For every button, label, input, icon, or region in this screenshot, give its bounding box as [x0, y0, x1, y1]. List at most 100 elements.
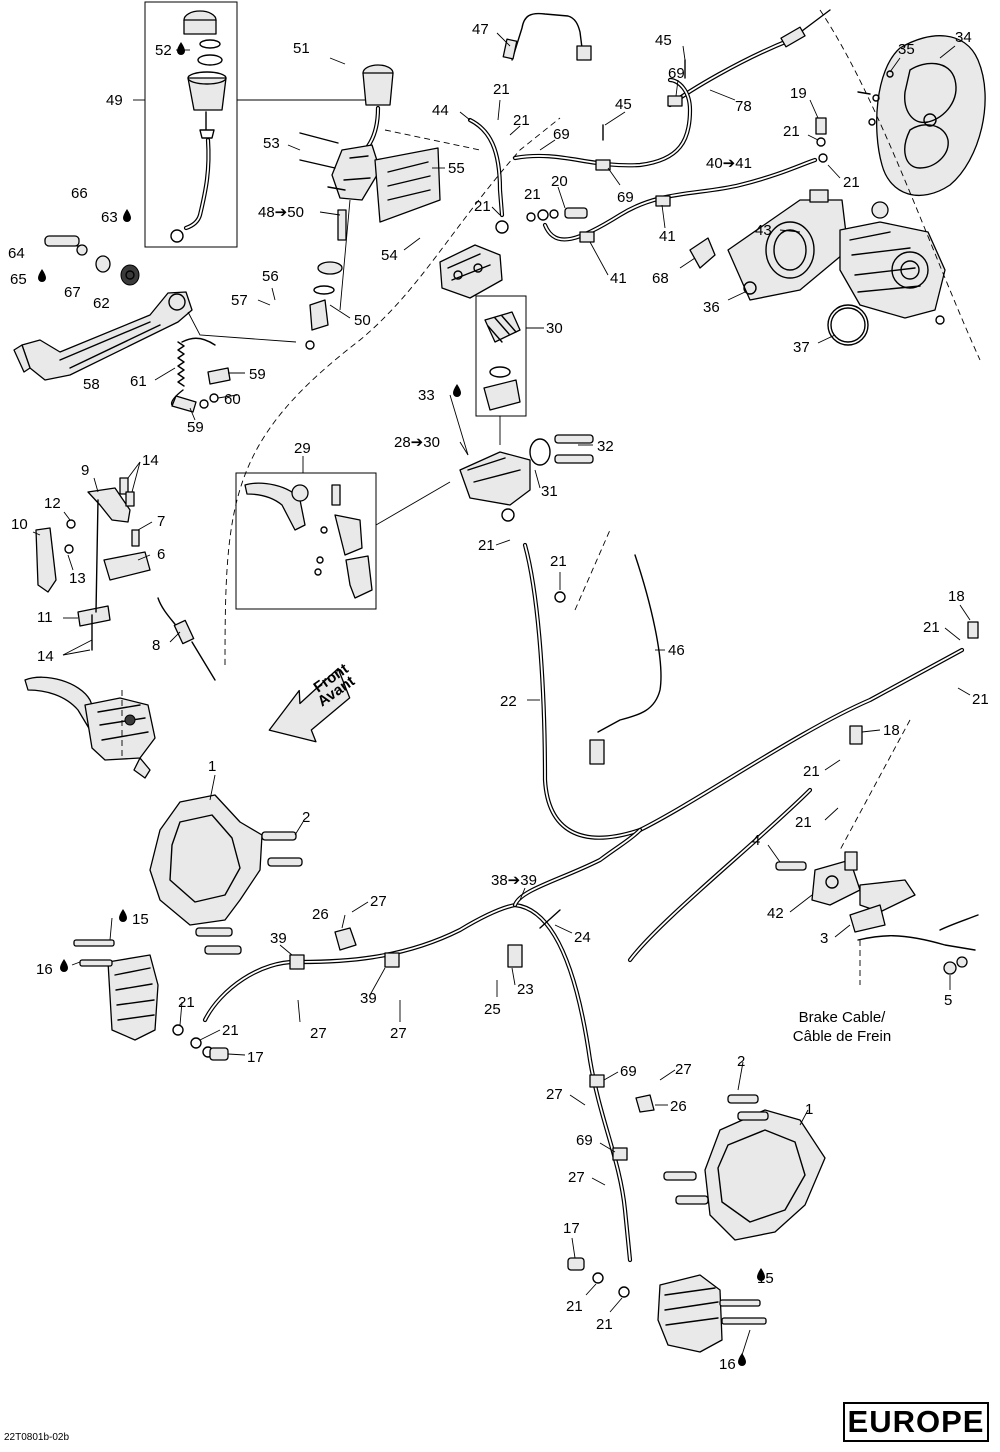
callout-33: 33 [418, 387, 435, 404]
callout-26: 26 [312, 906, 329, 923]
callout-15: 15 [132, 911, 149, 928]
callout-1: 1 [805, 1101, 813, 1118]
callout-59: 59 [187, 419, 204, 436]
reservoir-detail-box [133, 1, 365, 248]
callout-68: 68 [652, 270, 669, 287]
callout-27: 27 [675, 1061, 692, 1078]
callout-67: 67 [64, 284, 81, 301]
callout-21: 21 [178, 994, 195, 1011]
callout-39: 39 [270, 930, 287, 947]
callout-2: 2 [737, 1053, 745, 1070]
front-left-caliper [73, 939, 229, 1061]
callout-69: 69 [668, 65, 685, 82]
rear-caliper-assembly [689, 189, 946, 346]
callout-2: 2 [302, 809, 310, 826]
drop-icon [177, 42, 185, 55]
drop-icon [38, 269, 46, 282]
callout-12: 12 [44, 495, 61, 512]
callout-22: 22 [500, 693, 517, 710]
brake-pedal-assembly [13, 235, 297, 381]
lubricant-drop-icons [38, 42, 765, 1366]
callout-78: 78 [735, 98, 752, 115]
callout-19: 19 [790, 85, 807, 102]
callout-labels: 47 45 34 35 51 52 49 21 69 78 19 44 21 4… [8, 21, 989, 1373]
callout-15: 15 [757, 1270, 774, 1287]
callout-5: 5 [944, 992, 952, 1009]
callout-53: 53 [263, 135, 280, 152]
callout-44: 44 [432, 102, 449, 119]
callout-54: 54 [381, 247, 398, 264]
callout-69: 69 [553, 126, 570, 143]
callout-69: 69 [620, 1063, 637, 1080]
brake-cable-label-fr: Câble de Frein [793, 1028, 891, 1045]
callout-6: 6 [157, 546, 165, 563]
callout-21: 21 [803, 763, 820, 780]
drop-icon [757, 1268, 765, 1281]
callout-27: 27 [310, 1025, 327, 1042]
brake-lever-detail-box [235, 472, 451, 610]
callout-17: 17 [247, 1049, 264, 1066]
callout-50: 50 [354, 312, 371, 329]
assembly-dashed-lines [121, 9, 981, 985]
callout-64: 64 [8, 245, 25, 262]
callout-23: 23 [517, 981, 534, 998]
callout-3: 3 [820, 930, 828, 947]
callout-62: 62 [93, 295, 110, 312]
callout-55: 55 [448, 160, 465, 177]
callout-17: 17 [563, 1220, 580, 1237]
callout-21: 21 [474, 198, 491, 215]
callout-59: 59 [249, 366, 266, 383]
front-direction-arrow: Front Avant [268, 660, 358, 743]
diagram-reference-code: 22T0801b-02b [4, 1432, 70, 1443]
callout-21: 21 [550, 553, 567, 570]
callout-45: 45 [615, 96, 632, 113]
callout-66: 66 [71, 185, 88, 202]
callout-21: 21 [493, 81, 510, 98]
front-brake-lines [202, 542, 979, 1263]
callout-27: 27 [370, 893, 387, 910]
callout-24: 24 [574, 929, 591, 946]
callout-25: 25 [484, 1001, 501, 1018]
handlebar-switch-bracket [35, 477, 216, 681]
callout-11: 11 [37, 609, 53, 626]
rear-brake-disc [857, 35, 986, 196]
callout-21: 21 [524, 186, 541, 203]
callout-21: 21 [923, 619, 940, 636]
callout-31: 31 [541, 483, 558, 500]
drop-icon [123, 209, 131, 222]
callout-20: 20 [551, 173, 568, 190]
callout-14: 14 [142, 452, 159, 469]
callout-40-41: 40➔41 [706, 155, 752, 172]
callout-10: 10 [11, 516, 28, 533]
callout-52: 52 [155, 42, 172, 59]
upper-brake-lines [467, 9, 831, 243]
callout-21: 21 [596, 1316, 613, 1333]
callout-21: 21 [795, 814, 812, 831]
callout-46: 46 [668, 642, 685, 659]
drop-icon [738, 1353, 746, 1366]
callout-21: 21 [513, 112, 530, 129]
callout-27: 27 [546, 1086, 563, 1103]
callout-26: 26 [670, 1098, 687, 1115]
callout-60: 60 [224, 391, 241, 408]
callout-27: 27 [568, 1169, 585, 1186]
brake-cable-label-en: Brake Cable/ [799, 1009, 887, 1026]
callout-38-39: 38➔39 [491, 872, 537, 889]
callout-37: 37 [793, 339, 810, 356]
callout-21: 21 [222, 1022, 239, 1039]
callout-42: 42 [767, 905, 784, 922]
callout-32: 32 [597, 438, 614, 455]
callout-63: 63 [101, 209, 118, 226]
callout-65: 65 [10, 271, 27, 288]
callout-39: 39 [360, 990, 377, 1007]
callout-30: 30 [546, 320, 563, 337]
callout-41: 41 [610, 270, 627, 287]
front-right-caliper [567, 1257, 767, 1353]
callout-28-30: 28➔30 [394, 434, 440, 451]
callout-49: 49 [106, 92, 123, 109]
callout-14: 14 [37, 648, 54, 665]
rear-master-cylinder-assembly [299, 64, 441, 350]
brake-switch-bracket [775, 851, 979, 975]
brake-cable-caption: Brake Cable/ Câble de Frein [793, 1009, 891, 1045]
